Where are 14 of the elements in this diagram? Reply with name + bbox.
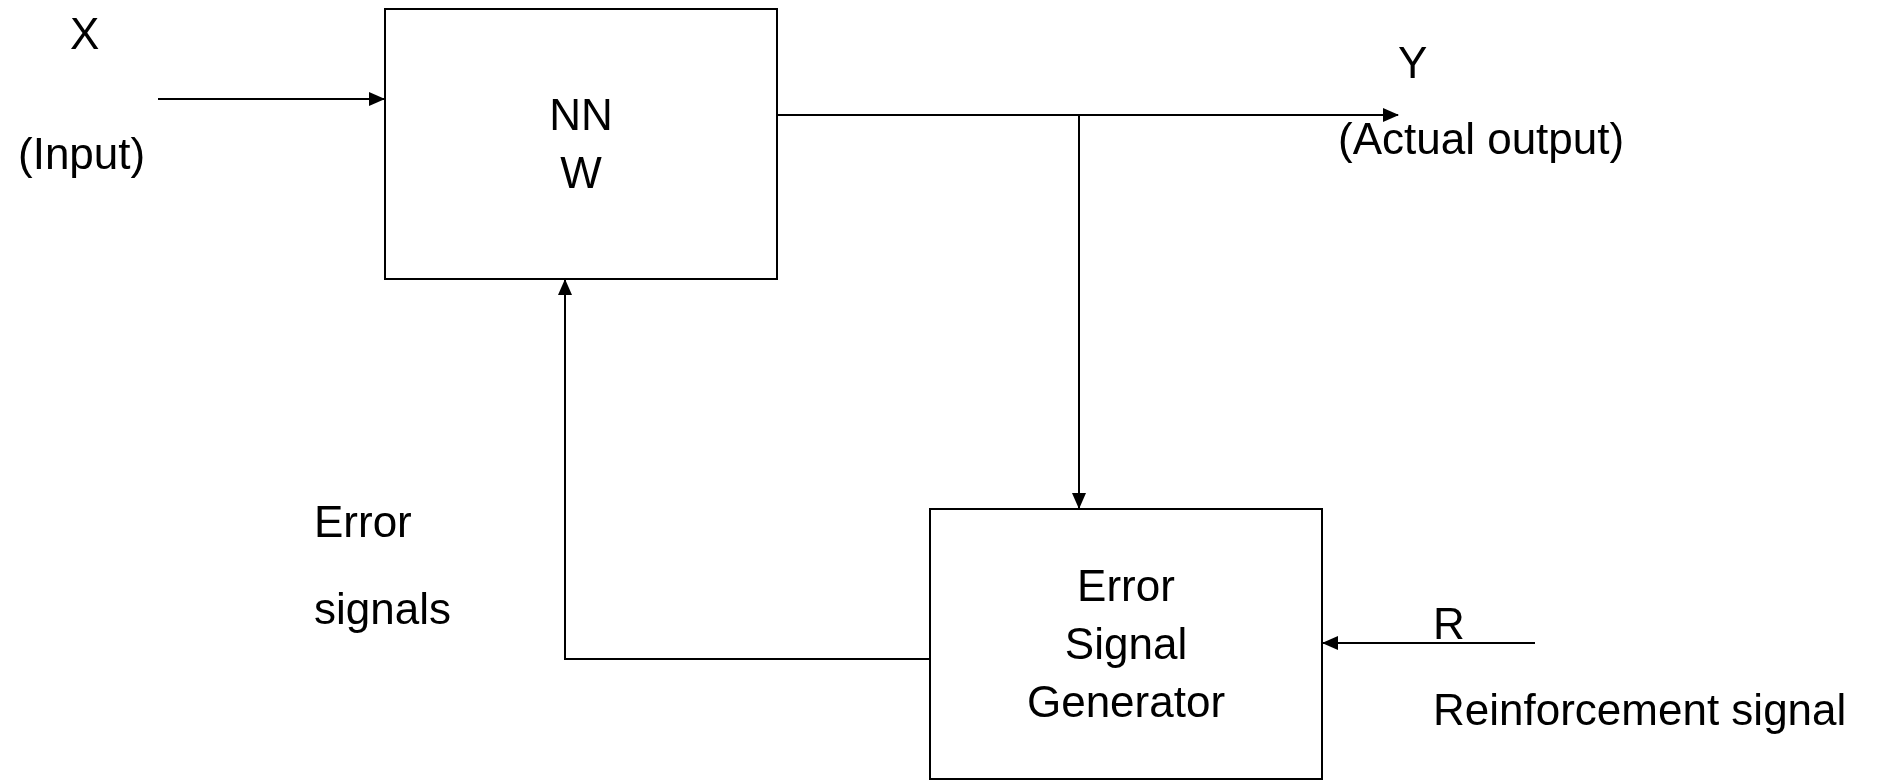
box-label: NN W — [548, 89, 614, 199]
arrow — [1322, 636, 1536, 650]
signal-label: X — [70, 8, 100, 60]
process-box — [929, 508, 1323, 780]
arrow — [157, 92, 385, 106]
process-box — [384, 8, 778, 280]
box-label: Error Signal Generator — [1025, 560, 1227, 728]
signal-label: (Actual output) — [1338, 113, 1625, 165]
signal-label: Error signals — [314, 496, 452, 635]
signal-label: Reinforcement signal — [1433, 684, 1847, 736]
signal-label: (Input) — [18, 128, 146, 180]
arrow — [558, 279, 930, 660]
signal-label: Y — [1398, 37, 1428, 89]
signal-label: R — [1433, 598, 1465, 650]
